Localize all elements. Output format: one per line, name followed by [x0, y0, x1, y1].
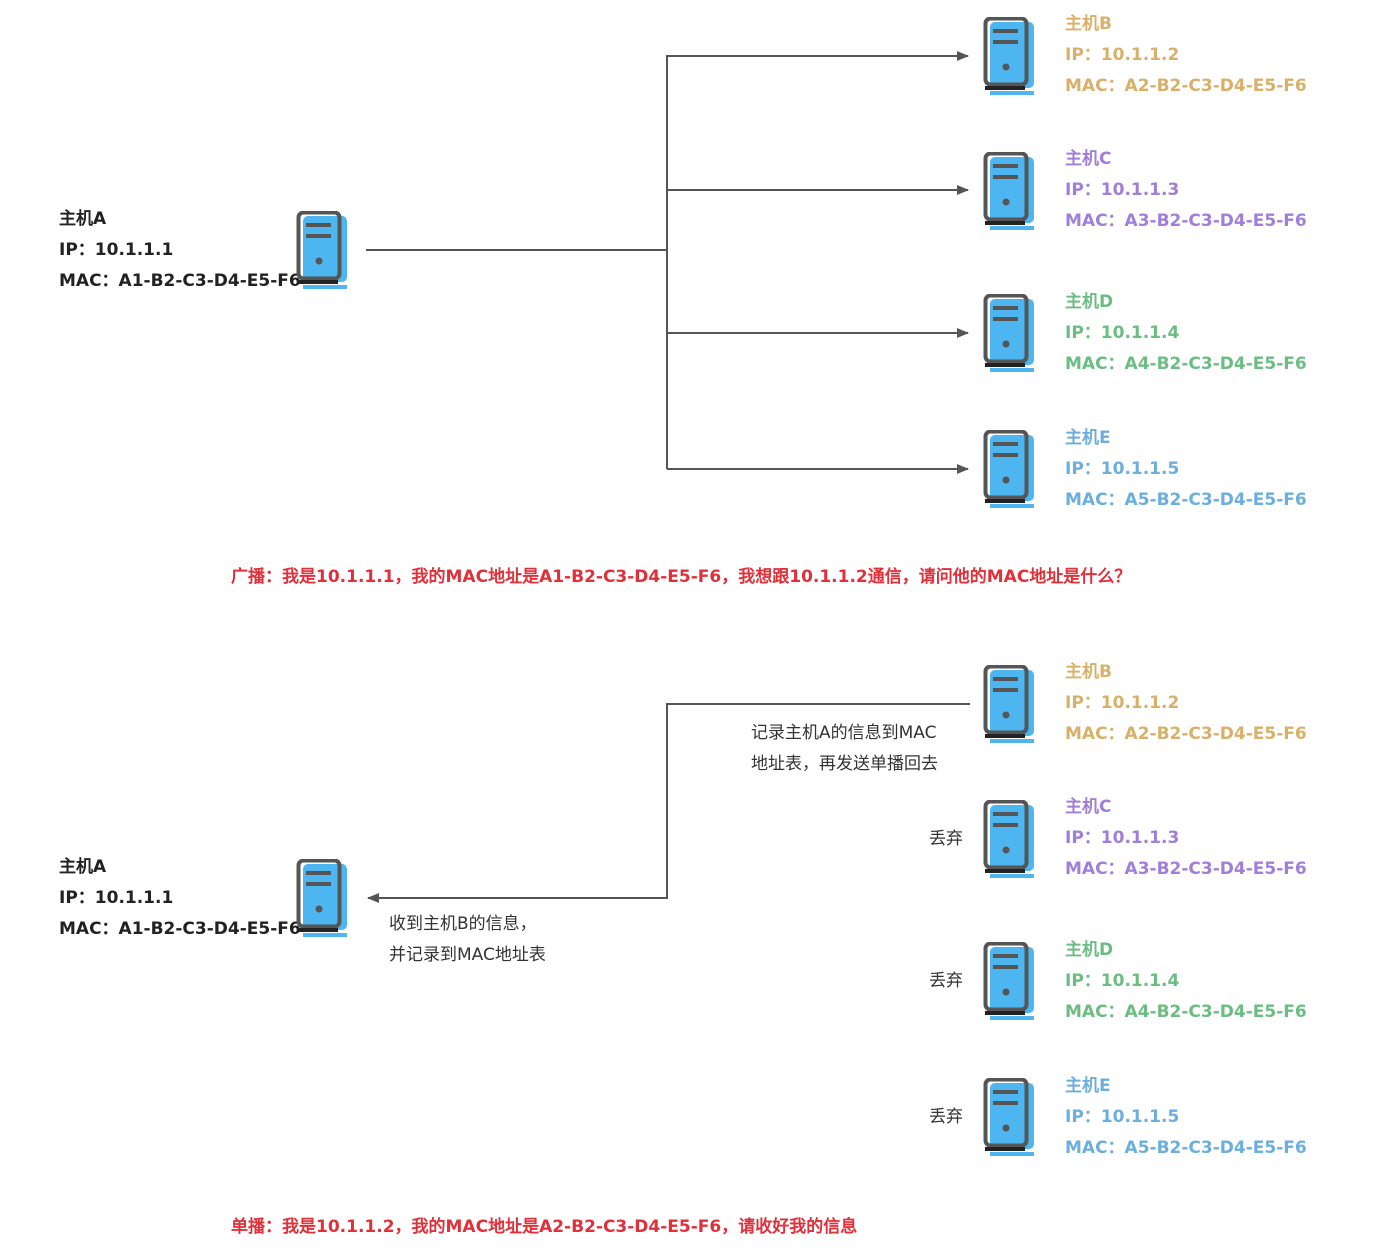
- host-name: 主机B: [1065, 14, 1112, 34]
- note-line: 地址表，再发送单播回去: [751, 754, 938, 774]
- server-icon: [296, 211, 348, 291]
- host-a-note: 收到主机B的信息， 并记录到MAC地址表: [389, 909, 546, 971]
- host-mac: MAC：A4-B2-C3-D4-E5-F6: [1065, 354, 1307, 374]
- unicast-host-e-label: 主机E IP：10.1.1.5 MAC：A5-B2-C3-D4-E5-F6: [1065, 1071, 1307, 1164]
- host-mac: MAC：A4-B2-C3-D4-E5-F6: [1065, 1002, 1307, 1022]
- server-icon: [983, 942, 1035, 1022]
- broadcast-host-c-label: 主机C IP：10.1.1.3 MAC：A3-B2-C3-D4-E5-F6: [1065, 144, 1307, 237]
- host-mac: MAC：A5-B2-C3-D4-E5-F6: [1065, 490, 1307, 510]
- host-name: 主机B: [1065, 662, 1112, 682]
- host-ip: IP：10.1.1.3: [1065, 828, 1180, 848]
- host-mac: MAC：A2-B2-C3-D4-E5-F6: [1065, 724, 1307, 744]
- unicast-host-c-label: 主机C IP：10.1.1.3 MAC：A3-B2-C3-D4-E5-F6: [1065, 792, 1307, 885]
- server-icon: [983, 152, 1035, 232]
- host-ip: IP：10.1.1.2: [1065, 45, 1180, 65]
- host-ip: IP：10.1.1.1: [59, 240, 174, 260]
- note-line: 收到主机B的信息，: [389, 914, 537, 934]
- server-icon: [983, 800, 1035, 880]
- discard-label-d: 丢弃: [929, 971, 963, 991]
- host-name: 主机D: [1065, 292, 1114, 312]
- host-name: 主机E: [1065, 428, 1111, 448]
- server-icon: [983, 665, 1035, 745]
- host-name: 主机C: [1065, 149, 1112, 169]
- server-icon: [983, 17, 1035, 97]
- discard-label-c: 丢弃: [929, 829, 963, 849]
- server-icon: [983, 430, 1035, 510]
- broadcast-host-e-label: 主机E IP：10.1.1.5 MAC：A5-B2-C3-D4-E5-F6: [1065, 423, 1307, 516]
- host-ip: IP：10.1.1.5: [1065, 459, 1180, 479]
- host-ip: IP：10.1.1.1: [59, 888, 174, 908]
- host-name: 主机E: [1065, 1076, 1111, 1096]
- discard-label-e: 丢弃: [929, 1107, 963, 1127]
- host-mac: MAC：A3-B2-C3-D4-E5-F6: [1065, 211, 1307, 231]
- unicast-reply-line: [367, 703, 970, 903]
- host-mac: MAC：A1-B2-C3-D4-E5-F6: [59, 271, 301, 291]
- broadcast-host-b-label: 主机B IP：10.1.1.2 MAC：A2-B2-C3-D4-E5-F6: [1065, 9, 1307, 102]
- host-ip: IP：10.1.1.3: [1065, 180, 1180, 200]
- host-b-note: 记录主机A的信息到MAC 地址表，再发送单播回去: [751, 718, 938, 780]
- host-ip: IP：10.1.1.4: [1065, 971, 1180, 991]
- host-mac: MAC：A2-B2-C3-D4-E5-F6: [1065, 76, 1307, 96]
- host-name: 主机C: [1065, 797, 1112, 817]
- host-name: 主机A: [59, 857, 107, 877]
- host-mac: MAC：A3-B2-C3-D4-E5-F6: [1065, 859, 1307, 879]
- host-ip: IP：10.1.1.5: [1065, 1107, 1180, 1127]
- unicast-caption: 单播：我是10.1.1.2，我的MAC地址是A2-B2-C3-D4-E5-F6，…: [231, 1217, 858, 1237]
- server-icon: [296, 859, 348, 939]
- server-icon: [983, 1078, 1035, 1158]
- note-line: 记录主机A的信息到MAC: [751, 723, 937, 743]
- unicast-host-b-label: 主机B IP：10.1.1.2 MAC：A2-B2-C3-D4-E5-F6: [1065, 657, 1307, 750]
- unicast-host-a-label: 主机A IP：10.1.1.1 MAC：A1-B2-C3-D4-E5-F6: [59, 852, 301, 945]
- broadcast-host-a-label: 主机A IP：10.1.1.1 MAC：A1-B2-C3-D4-E5-F6: [59, 204, 301, 297]
- host-ip: IP：10.1.1.2: [1065, 693, 1180, 713]
- host-ip: IP：10.1.1.4: [1065, 323, 1180, 343]
- broadcast-host-d-label: 主机D IP：10.1.1.4 MAC：A4-B2-C3-D4-E5-F6: [1065, 287, 1307, 380]
- host-name: 主机A: [59, 209, 107, 229]
- host-name: 主机D: [1065, 940, 1114, 960]
- server-icon: [983, 294, 1035, 374]
- host-mac: MAC：A5-B2-C3-D4-E5-F6: [1065, 1138, 1307, 1158]
- broadcast-caption: 广播：我是10.1.1.1，我的MAC地址是A1-B2-C3-D4-E5-F6，…: [231, 567, 1132, 587]
- unicast-host-d-label: 主机D IP：10.1.1.4 MAC：A4-B2-C3-D4-E5-F6: [1065, 935, 1307, 1028]
- host-mac: MAC：A1-B2-C3-D4-E5-F6: [59, 919, 301, 939]
- note-line: 并记录到MAC地址表: [389, 945, 546, 965]
